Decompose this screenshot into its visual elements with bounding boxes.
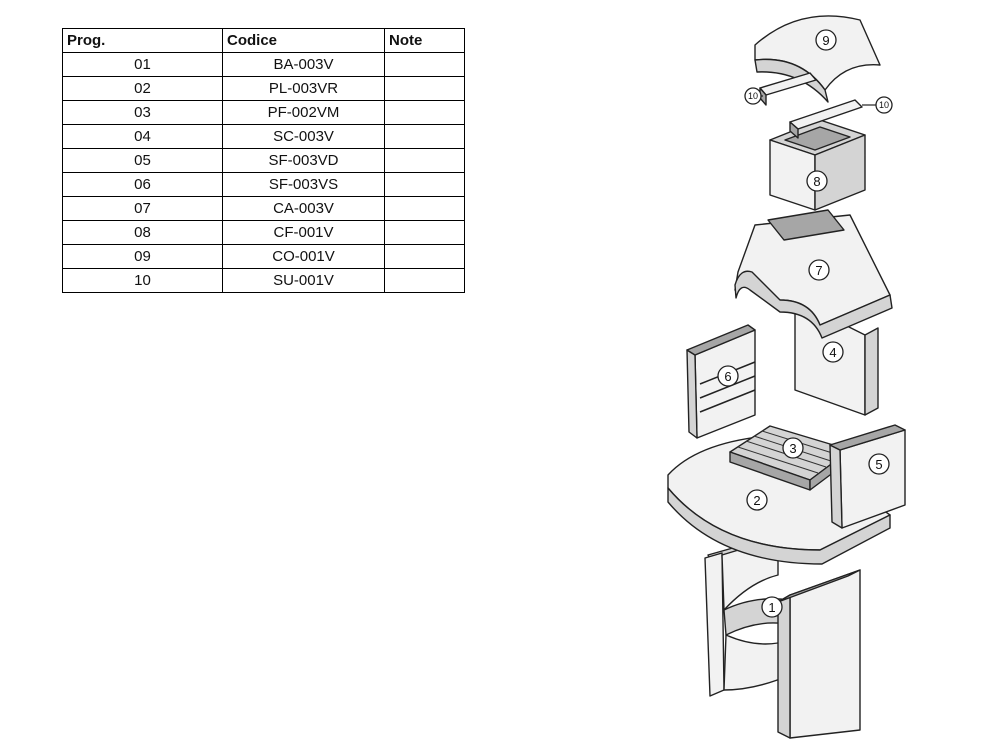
cell-note [384, 244, 465, 269]
svg-text:10: 10 [748, 91, 758, 101]
callout-9: 9 [815, 29, 837, 51]
part-10-bars [759, 72, 863, 139]
part-1-base-bracket [704, 537, 861, 739]
cell-note [384, 76, 465, 101]
svg-text:9: 9 [822, 33, 829, 48]
cell-prog: 07 [62, 196, 223, 221]
cell-codice: PF-002VM [222, 100, 385, 125]
cell-prog: 05 [62, 148, 223, 173]
svg-text:2: 2 [753, 493, 760, 508]
cell-note [384, 124, 465, 149]
svg-text:1: 1 [768, 600, 775, 615]
svg-text:5: 5 [875, 457, 882, 472]
callout-10-left: 10 [744, 87, 763, 105]
cell-prog: 02 [62, 76, 223, 101]
callout-6: 6 [717, 365, 739, 387]
cell-codice: SC-003V [222, 124, 385, 149]
callout-10-right: 10 [862, 96, 893, 114]
exploded-assembly-drawing: 1 2 3 4 5 6 7 8 9 10 10 [667, 15, 906, 739]
table-header-row: Prog. Codice Note [62, 28, 465, 53]
cell-prog: 06 [62, 172, 223, 197]
part-8-cube [769, 119, 866, 211]
part-6-slotted-panel [686, 324, 756, 439]
cell-note [384, 100, 465, 125]
svg-text:7: 7 [815, 263, 822, 278]
cell-prog: 01 [62, 52, 223, 77]
cell-codice: CF-001V [222, 220, 385, 245]
cell-note [384, 52, 465, 77]
svg-text:4: 4 [829, 345, 836, 360]
callout-2: 2 [746, 489, 768, 511]
cell-prog: 10 [62, 268, 223, 293]
svg-text:8: 8 [813, 174, 820, 189]
svg-text:3: 3 [789, 441, 796, 456]
callout-5: 5 [868, 453, 890, 475]
svg-text:10: 10 [879, 100, 889, 110]
cell-codice: CO-001V [222, 244, 385, 269]
cell-note [384, 268, 465, 293]
cell-note [384, 148, 465, 173]
cell-codice: BA-003V [222, 52, 385, 77]
cell-note [384, 196, 465, 221]
cell-prog: 03 [62, 100, 223, 125]
cell-codice: SU-001V [222, 268, 385, 293]
cell-prog: 09 [62, 244, 223, 269]
cell-codice: CA-003V [222, 196, 385, 221]
cell-prog: 08 [62, 220, 223, 245]
callout-8: 8 [806, 170, 828, 192]
part-9-cap [754, 15, 881, 103]
callout-1: 1 [761, 596, 783, 618]
header-note: Note [384, 28, 465, 53]
cell-prog: 04 [62, 124, 223, 149]
cell-codice: SF-003VD [222, 148, 385, 173]
header-prog: Prog. [62, 28, 223, 53]
header-codice: Codice [222, 28, 385, 53]
cell-codice: PL-003VR [222, 76, 385, 101]
callout-7: 7 [808, 259, 830, 281]
cell-note [384, 220, 465, 245]
part-5-side-block [829, 424, 906, 529]
callout-3: 3 [782, 437, 804, 459]
cell-note [384, 172, 465, 197]
callout-4: 4 [822, 341, 844, 363]
svg-text:6: 6 [724, 369, 731, 384]
cell-codice: SF-003VS [222, 172, 385, 197]
